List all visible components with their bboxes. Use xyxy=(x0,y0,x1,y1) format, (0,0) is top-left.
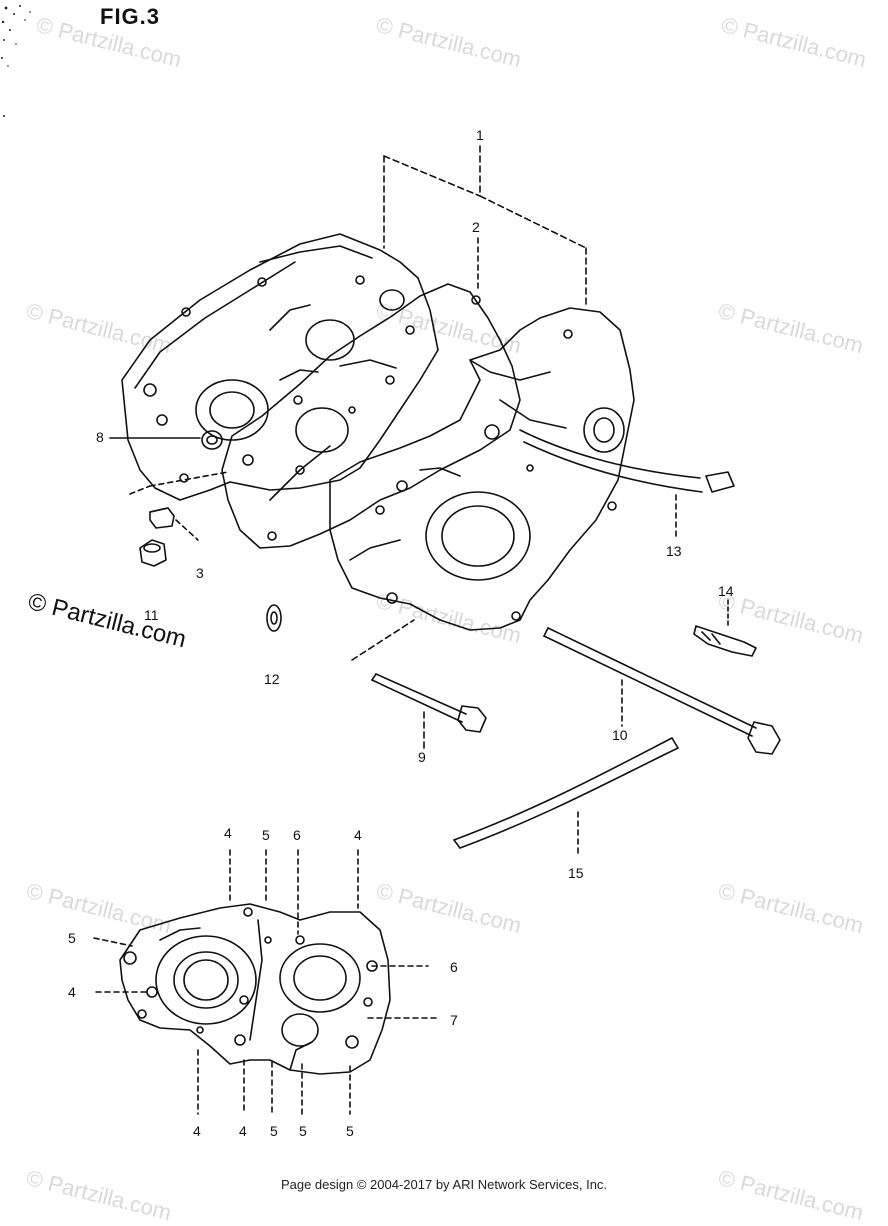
callout-2: 2 xyxy=(472,219,480,235)
breather-hose-13 xyxy=(519,429,735,493)
callout-right-7: 7 xyxy=(450,1012,458,1028)
bolt-10 xyxy=(543,627,781,755)
callout-top-6: 6 xyxy=(293,827,301,843)
callout-12: 12 xyxy=(264,671,280,687)
nut-11 xyxy=(139,539,167,567)
washer-12 xyxy=(266,604,282,632)
callout-bottom-5b: 5 xyxy=(299,1123,307,1139)
clamp-14 xyxy=(693,625,757,657)
callout-right-6: 6 xyxy=(450,959,458,975)
crankcase-right-half xyxy=(329,307,635,631)
callout-10: 10 xyxy=(612,727,628,743)
callout-top-4b: 4 xyxy=(354,827,362,843)
scan-speckle xyxy=(1,5,31,117)
leader-1 xyxy=(383,145,587,309)
callout-top-4a: 4 xyxy=(224,825,232,841)
callout-left-5: 5 xyxy=(68,930,76,946)
callout-13: 13 xyxy=(666,543,682,559)
oil-seal-8 xyxy=(201,430,223,450)
crankcase-inner-view xyxy=(119,903,391,1075)
crankcase-left-half xyxy=(121,233,439,501)
callout-1: 1 xyxy=(476,127,484,143)
callout-left-4: 4 xyxy=(68,984,76,1000)
callout-bottom-4b: 4 xyxy=(239,1123,247,1139)
leader-3 xyxy=(129,471,229,541)
footer-copyright: Page design © 2004-2017 by ARI Network S… xyxy=(280,1177,608,1192)
dowel-pin-3 xyxy=(149,507,175,529)
hose-15 xyxy=(453,737,679,849)
callout-11: 11 xyxy=(144,607,159,623)
callout-top-5: 5 xyxy=(262,827,270,843)
parts-diagram xyxy=(1,5,781,1115)
callout-bottom-5c: 5 xyxy=(346,1123,354,1139)
bolt-9 xyxy=(371,673,487,733)
callout-14: 14 xyxy=(718,583,734,599)
leader-9 xyxy=(351,619,425,749)
figure-title: FIG.3 xyxy=(100,4,161,29)
callout-bottom-5a: 5 xyxy=(270,1123,278,1139)
callout-9: 9 xyxy=(418,749,426,765)
callout-bottom-4a: 4 xyxy=(193,1123,201,1139)
callout-8: 8 xyxy=(96,429,104,445)
leaders-inner-view xyxy=(93,849,437,1115)
crankcase-gasket xyxy=(221,283,521,549)
callout-3: 3 xyxy=(196,565,204,581)
callout-15: 15 xyxy=(568,865,584,881)
